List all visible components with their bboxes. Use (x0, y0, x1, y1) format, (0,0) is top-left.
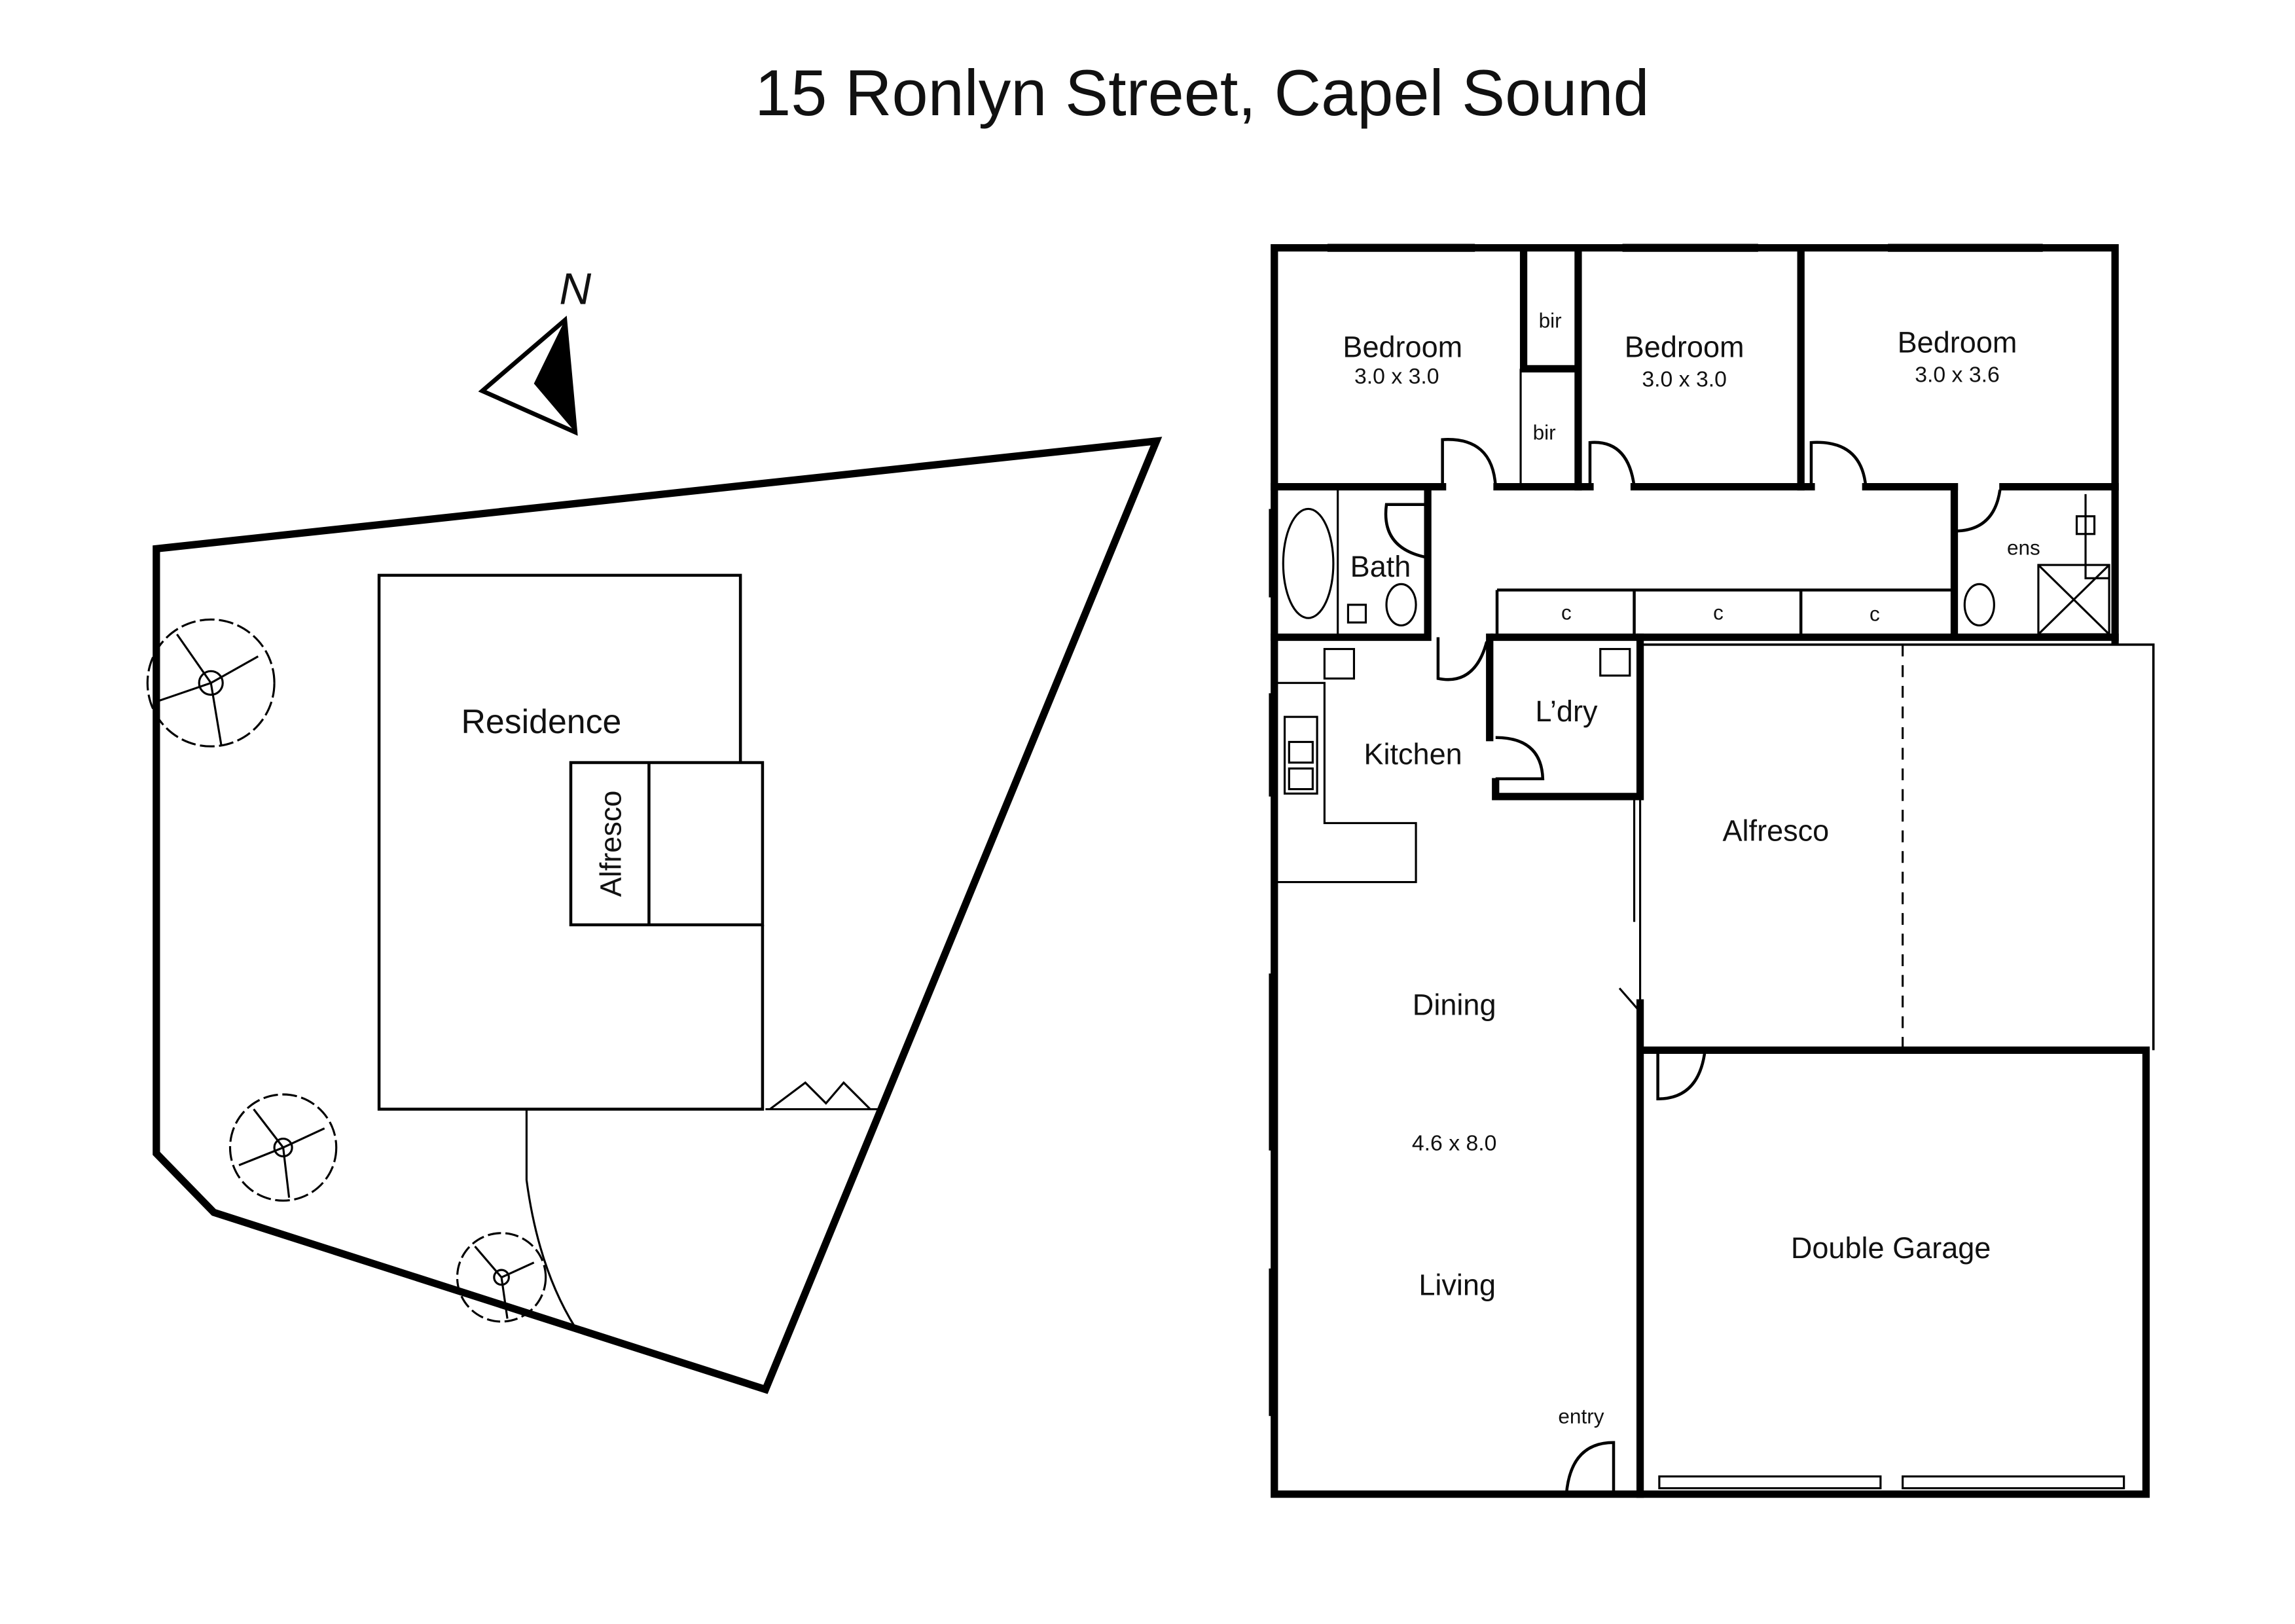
bathtub (1282, 507, 1335, 619)
entry-door (1564, 1441, 1616, 1494)
room-label: bir (1533, 421, 1556, 444)
door (1436, 637, 1489, 681)
room-label: Bedroom (1625, 330, 1744, 363)
room-label: entry (1558, 1404, 1604, 1428)
garage-door[interactable] (1658, 1475, 1882, 1490)
room-label: c (1870, 602, 1880, 626)
alfresco-outline (1640, 643, 2155, 1051)
room-dims: 3.0 x 3.0 (1354, 364, 1439, 389)
driveway-path (525, 1109, 577, 1328)
north-arrow-icon: N (478, 264, 591, 436)
garage-door[interactable] (1902, 1475, 2125, 1490)
residence-outline (377, 573, 765, 1111)
door (1441, 438, 1498, 487)
room-label: ens (2007, 535, 2040, 559)
door (1953, 489, 2002, 533)
room-label: Alfresco (1723, 814, 1830, 847)
page-title: 15 Ronlyn Street, Capel Sound (755, 57, 1650, 130)
tree-icon (146, 618, 276, 748)
site-alfresco (569, 761, 765, 927)
door (1809, 441, 1868, 487)
room-label: Double Garage (1791, 1231, 1991, 1265)
door (1495, 736, 1545, 781)
tree-icon (228, 1093, 338, 1202)
room-label: Kitchen (1364, 737, 1462, 770)
north-label: N (559, 264, 591, 314)
room-label: Bedroom (1898, 326, 2017, 359)
room-label: Dining (1413, 988, 1496, 1021)
site-alfresco-label: Alfresco (594, 791, 628, 897)
lot-boundary (153, 437, 1163, 1394)
floor-plan: Bedroom 3.0 x 3.0 Bedroom 3.0 x 3.0 Bedr… (1269, 244, 2155, 1498)
shower (2037, 564, 2110, 636)
room-dims: 3.0 x 3.6 (1915, 363, 2000, 388)
window (1327, 244, 2043, 252)
room-label: bir (1539, 308, 1562, 332)
room-label: Bath (1350, 550, 1411, 583)
basin (1346, 604, 1367, 624)
room-label: Bedroom (1343, 330, 1462, 363)
room-label: L’dry (1535, 695, 1598, 728)
door (1588, 441, 1636, 487)
stove (1283, 715, 1318, 795)
door (1384, 503, 1428, 560)
room-dims: 3.0 x 3.0 (1642, 367, 1727, 391)
door (1656, 1050, 1707, 1101)
site-plan: N Residence Alfresco (146, 264, 1163, 1394)
tree-icon (456, 1232, 547, 1323)
room-label: Living (1419, 1268, 1496, 1301)
room-label: c (1713, 600, 1724, 624)
toilet-icon (1385, 583, 1995, 627)
residence-label: Residence (461, 702, 622, 740)
room-dims: 4.6 x 8.0 (1412, 1131, 1497, 1156)
room-label: c (1561, 600, 1572, 624)
